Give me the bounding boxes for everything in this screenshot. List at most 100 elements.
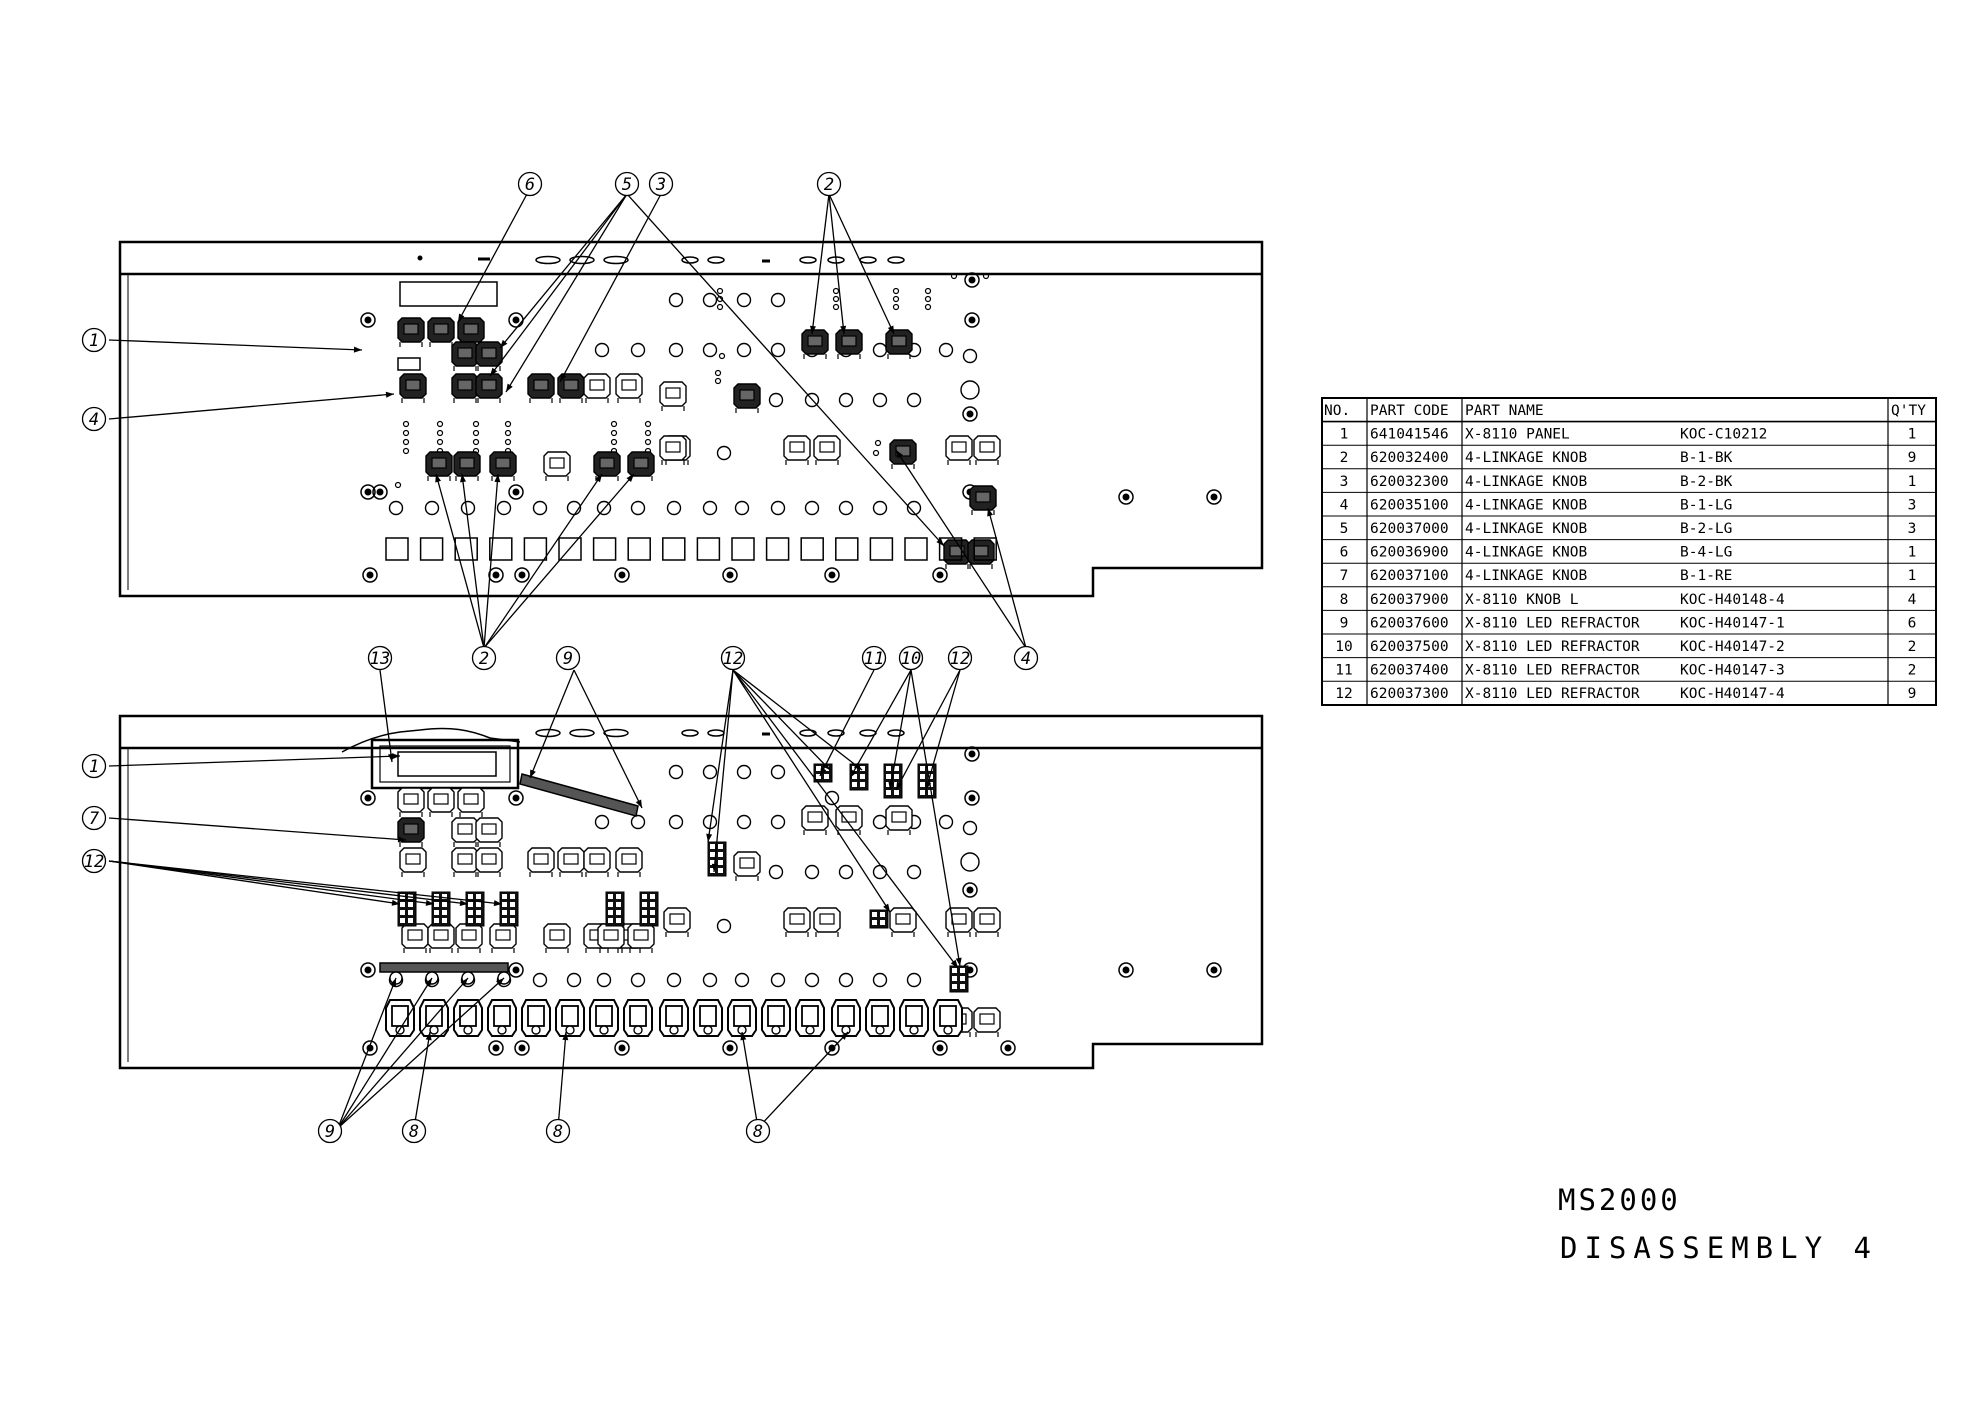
screw-hole <box>964 272 980 288</box>
arrowhead <box>635 799 642 808</box>
knob-slot <box>457 787 485 817</box>
knob-slot <box>973 435 1001 465</box>
arrowhead <box>560 373 567 382</box>
knob-slot <box>475 817 503 847</box>
hole <box>872 814 888 830</box>
callout-bubble: 4 <box>81 406 107 432</box>
hole <box>838 500 854 516</box>
leader-line <box>108 860 435 905</box>
arrowhead <box>391 899 400 906</box>
hole <box>770 814 786 830</box>
table-cell: 620037100 <box>1370 568 1449 584</box>
arrowhead <box>896 450 903 459</box>
hole <box>770 342 786 358</box>
callout-bubble: 11 <box>861 645 887 671</box>
callout-number: 12 <box>84 852 104 872</box>
table-cell: 4 <box>1908 592 1917 608</box>
leader-line <box>757 1031 849 1129</box>
panel-holes <box>360 272 1222 583</box>
table-cell: B-2-BK <box>1680 474 1733 490</box>
large-knobs <box>385 971 963 1037</box>
table-cell: 1 <box>1340 427 1349 443</box>
knob-slot <box>663 907 691 937</box>
led-refractor <box>499 891 519 927</box>
hole <box>872 972 888 988</box>
table-cell: KOC-H40147-1 <box>1680 615 1785 631</box>
hole <box>630 814 646 830</box>
table-cell: 4-LINKAGE KNOB <box>1465 497 1587 513</box>
arrowhead <box>820 767 827 776</box>
arrowhead <box>706 833 713 842</box>
leader-line <box>889 669 912 791</box>
knob-installed <box>733 383 761 413</box>
hole <box>736 342 752 358</box>
screw-hole <box>360 962 376 978</box>
callout-bubble: 2 <box>816 171 842 197</box>
leader-line <box>819 669 875 777</box>
table-cell: X-8110 KNOB L <box>1465 592 1579 608</box>
screw-hole <box>514 1040 530 1056</box>
button-square <box>800 537 824 561</box>
arrowhead <box>494 474 501 483</box>
knob-installed <box>475 341 503 371</box>
large-knob <box>385 999 415 1037</box>
knob-slot <box>813 435 841 465</box>
callout-bubble: 8 <box>401 1118 427 1144</box>
table-cell: 8 <box>1340 592 1349 608</box>
knob-installed <box>801 329 829 359</box>
led-refractor <box>639 891 659 927</box>
callout-number: 4 <box>1021 649 1031 669</box>
table-cell: 3 <box>1340 474 1349 490</box>
screw-hole <box>962 406 978 422</box>
screw-hole <box>372 484 388 500</box>
knob-installed <box>397 317 425 347</box>
table-cell: 7 <box>1340 568 1349 584</box>
callout-bubble: 1 <box>81 753 107 779</box>
table-cell: 620037500 <box>1370 639 1449 655</box>
table-cell: KOC-H40148-4 <box>1680 592 1785 608</box>
table-cell: 6 <box>1908 615 1917 631</box>
hole <box>734 500 750 516</box>
led-refractor <box>465 891 485 927</box>
leader-line <box>337 977 469 1129</box>
table-cell: X-8110 LED REFRACTOR <box>1465 686 1640 702</box>
knob-slot <box>783 907 811 937</box>
large-knob <box>693 999 723 1037</box>
table-cell: 641041546 <box>1370 427 1449 443</box>
hole <box>716 918 732 934</box>
screw-hole <box>614 567 630 583</box>
table-cell: 4 <box>1340 497 1349 513</box>
arrowhead <box>397 836 406 843</box>
knob-slot <box>615 847 643 877</box>
button-square <box>385 537 409 561</box>
callout-bubble: 2 <box>471 645 497 671</box>
screw-hole <box>964 746 980 762</box>
knob-slot <box>783 435 811 465</box>
hole <box>496 500 512 516</box>
knob-slot <box>401 923 429 953</box>
hole <box>768 392 784 408</box>
callout-number: 2 <box>824 175 834 195</box>
leader-line <box>732 669 863 771</box>
button-square <box>592 537 617 561</box>
led-refractor <box>707 841 727 877</box>
callout-bubble: 7 <box>81 805 107 831</box>
arrowhead <box>496 978 504 986</box>
hole <box>532 500 548 516</box>
table-cell: KOC-H40147-3 <box>1680 663 1785 679</box>
hole <box>770 292 786 308</box>
arrowhead <box>595 474 602 483</box>
screw-hole <box>722 567 738 583</box>
knob-slot <box>527 847 555 877</box>
callout-bubble: 1 <box>81 327 107 353</box>
hole <box>962 820 978 836</box>
leader-line <box>483 473 603 649</box>
table-cell: 10 <box>1335 639 1352 655</box>
table-cell: B-1-BK <box>1680 450 1733 466</box>
table-cell: 620037300 <box>1370 686 1449 702</box>
table-cell: 1 <box>1908 427 1917 443</box>
arrowhead <box>840 1032 848 1040</box>
arrowhead <box>887 325 894 334</box>
screw-hole <box>360 312 376 328</box>
knob-slot <box>659 381 687 411</box>
